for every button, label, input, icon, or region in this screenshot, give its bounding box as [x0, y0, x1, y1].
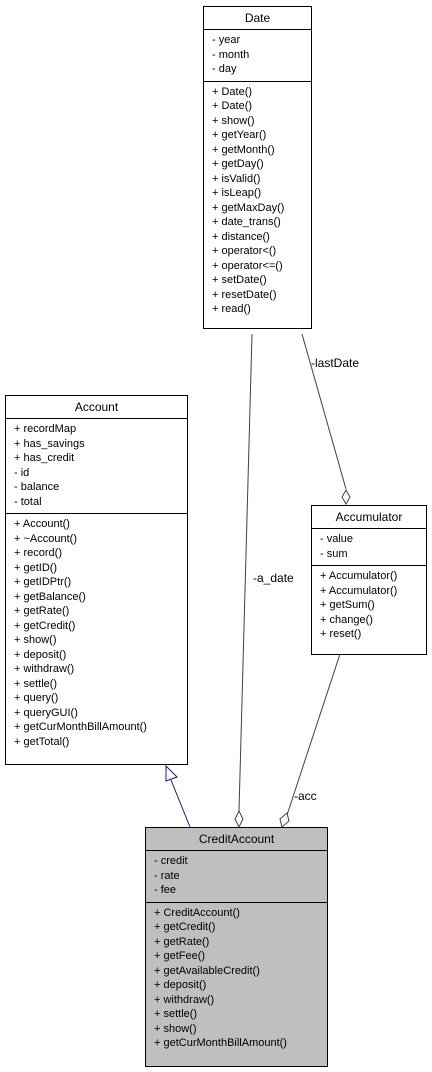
class-method: + show() — [14, 634, 57, 646]
class-method: + record() — [14, 547, 62, 559]
edge-label-lastdate: -lastDate — [311, 356, 360, 370]
class-attribute: - value — [320, 533, 354, 545]
edge-acc — [286, 653, 341, 816]
class-method: + Account() — [14, 518, 70, 530]
edge-label-acc: -acc — [294, 789, 317, 803]
class-method: + getCredit() — [154, 921, 216, 933]
edge-label-a-date: -a_date — [253, 571, 294, 585]
class-method: + getID() — [14, 561, 58, 574]
class-box-creditaccount[interactable]: CreditAccount - credit - rate - fee + Cred… — [145, 827, 328, 1067]
class-method: + getSum() — [320, 599, 375, 611]
class-method: + CreditAccount() — [154, 906, 240, 919]
class-name-account: Account — [6, 396, 187, 419]
class-attribute: - rate — [154, 869, 180, 882]
class-method: + getMonth() — [212, 143, 275, 156]
class-method: + getDay() — [212, 158, 264, 170]
class-method: + Date() — [212, 85, 253, 98]
class-box-date[interactable]: Date - year- month- day + Date()+ Date()… — [203, 6, 312, 329]
class-attributes-date: - year - month - day — [204, 30, 311, 81]
edge-a-date-diamond — [234, 809, 244, 829]
class-method: + getBalance() — [14, 590, 86, 603]
class-method: + getYear() — [212, 129, 267, 141]
class-attribute: - balance — [14, 481, 60, 493]
class-method: + deposit() — [14, 648, 67, 661]
class-method: + getCredit() — [14, 619, 76, 632]
edge-inheritance-arrowhead — [165, 764, 178, 782]
class-method: + getCurMonthBillAmount() — [14, 721, 147, 733]
class-method: + distance() — [212, 230, 270, 243]
class-method: + ~Account() — [14, 532, 77, 545]
class-method: + Date() — [212, 100, 253, 112]
class-method: + query() — [14, 692, 59, 704]
class-method: + getAvailableCredit() — [154, 964, 260, 977]
class-method: + Accumulator() — [320, 584, 398, 597]
class-attribute: - total — [14, 495, 42, 508]
class-method: + reset() — [320, 628, 362, 640]
edge-a-date — [238, 333, 253, 812]
class-method: + resetDate() — [212, 288, 277, 301]
class-box-accumulator[interactable]: Accumulator - value - sum + Accumulator()… — [311, 505, 427, 655]
class-method: + setDate() — [212, 274, 267, 286]
class-name-accumulator: Accumulator — [312, 506, 426, 529]
class-method: + getRate() — [14, 605, 70, 617]
class-attributes-accumulator: - value - sum — [312, 529, 426, 565]
class-method: + withdraw() — [154, 993, 215, 1006]
class-attributes-creditaccount: - credit - rate - fee — [146, 851, 327, 902]
class-methods-date: + Date() + Date() + show() + getYear() + get… — [204, 80, 311, 321]
class-name-creditaccount: CreditAccount — [146, 828, 327, 851]
class-method: + show() — [154, 1022, 197, 1035]
edge-lastdate-diamond — [341, 488, 351, 506]
class-attribute: - month — [212, 48, 250, 61]
class-attribute: - sum — [320, 547, 348, 560]
edge-inheritance — [170, 779, 191, 828]
class-attribute: + recordMap — [14, 423, 77, 435]
class-method: + Accumulator() — [320, 570, 398, 582]
class-method: + getIDPtr() — [14, 576, 72, 588]
class-attribute: + has_savings — [14, 437, 85, 450]
class-method: + queryGUI() — [14, 706, 78, 719]
class-attribute: - day — [212, 63, 237, 75]
class-method: + date_trans() — [212, 216, 281, 228]
class-methods-accumulator: + Accumulator() + Accumulator() + getSum()… — [312, 565, 426, 646]
class-method: + operator<=() — [212, 259, 283, 272]
class-method: + deposit() — [154, 979, 207, 991]
class-name-date: Date — [204, 7, 311, 30]
class-method: + isLeap() — [212, 187, 262, 199]
class-method: + change() — [320, 613, 373, 626]
class-method: + show() — [212, 114, 255, 127]
class-attributes-account: + recordMap + has_savings + has_credit - id… — [6, 419, 187, 513]
class-method: + getRate() — [154, 935, 210, 948]
class-attribute: + has_credit — [14, 452, 75, 464]
class-method: + read() — [212, 303, 251, 315]
class-method: + settle() — [14, 677, 58, 690]
class-methods-creditaccount: + CreditAccount() + getCredit() + getRate(… — [146, 901, 327, 1055]
class-method: + withdraw() — [14, 663, 75, 675]
class-method: + getFee() — [154, 950, 206, 962]
class-attribute: - fee — [154, 884, 177, 896]
class-method: + operator<() — [212, 245, 277, 257]
class-box-account[interactable]: Account + recordMap + has_savings + has_cr… — [5, 395, 188, 765]
class-method: + settle() — [154, 1008, 198, 1020]
class-attribute: - credit — [154, 855, 188, 867]
edge-lastdate — [301, 333, 347, 490]
class-methods-account: + Account() + ~Account() + record() + getID… — [6, 513, 187, 753]
class-method: + getMaxDay() — [212, 201, 285, 214]
class-method: + getCurMonthBillAmount() — [154, 1037, 287, 1049]
class-attribute: - id — [14, 466, 30, 479]
edge-acc-diamond — [279, 812, 290, 828]
class-method: + getTotal() — [14, 735, 70, 748]
class-method: + isValid() — [212, 172, 261, 185]
class-attribute: - year — [212, 34, 241, 46]
